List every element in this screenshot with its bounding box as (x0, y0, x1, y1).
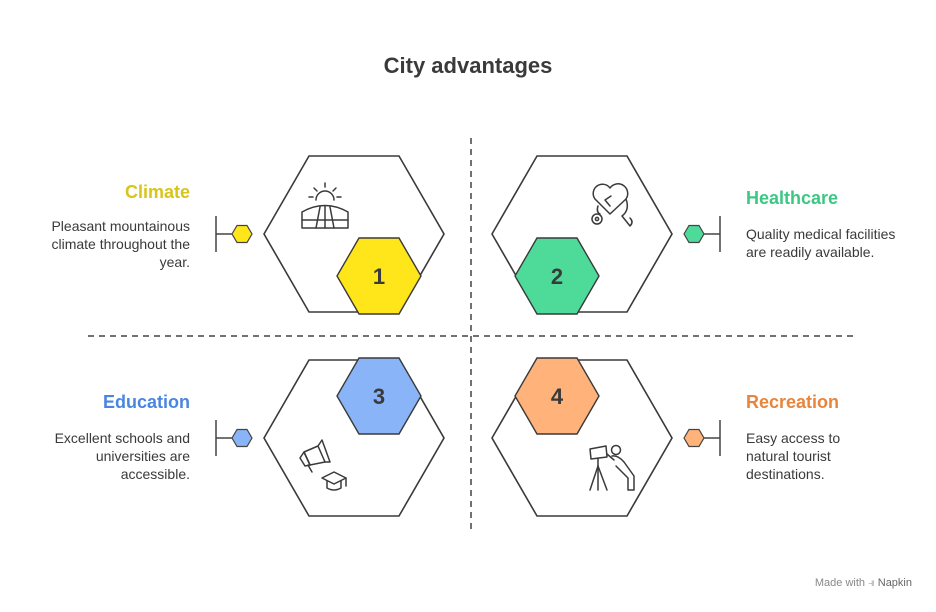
person-telescope-icon (589, 444, 635, 491)
outline-hexagon-1 (263, 155, 445, 313)
item-description-recreation: Easy access to natural tourist destinati… (746, 430, 841, 482)
number-hexagon-1 (336, 237, 422, 315)
outline-hexagon-3 (263, 359, 445, 517)
footer-credit: Made with ⫣ Napkin (815, 577, 912, 590)
footer-prefix: Made with (814, 577, 866, 589)
connector-marker-3 (215, 420, 253, 456)
connector-marker-2 (683, 216, 721, 252)
number-hexagon-3 (336, 357, 422, 435)
megaphone-graduation-cap-icon (299, 439, 347, 491)
item-heading-education: Education (102, 392, 190, 412)
number-hexagon-4 (514, 357, 600, 435)
number-label-1: 1 (373, 264, 385, 289)
number-label-4: 4 (551, 384, 564, 409)
footer-brand: Napkin (877, 577, 912, 589)
heart-stethoscope-icon (591, 183, 633, 227)
number-hexagon-2 (514, 237, 600, 315)
item-heading-recreation: Recreation (746, 392, 840, 412)
napkin-logo-icon: ⫣ (868, 577, 875, 589)
item-heading-climate: Climate (124, 182, 190, 202)
item-heading-healthcare: Healthcare (746, 188, 839, 208)
item-description-education: Excellent schools and universities are a… (54, 430, 190, 482)
number-label-3: 3 (373, 384, 385, 409)
item-description-climate: Pleasant mountainous climate throughout … (51, 218, 190, 270)
page-title: City advantages (383, 53, 553, 78)
item-description-healthcare: Quality medical facilities are readily a… (746, 226, 896, 260)
connector-marker-4 (683, 420, 721, 456)
connector-marker-1 (215, 216, 253, 252)
sunrise-fields-icon (301, 182, 349, 229)
number-label-2: 2 (551, 264, 563, 289)
